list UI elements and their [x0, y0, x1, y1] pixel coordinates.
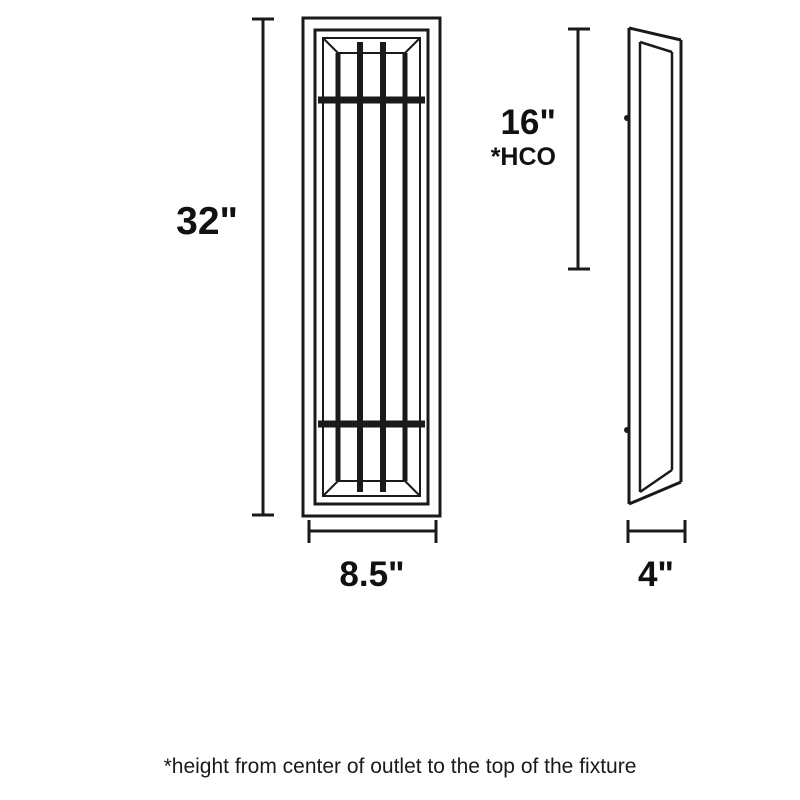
dimension-height-label: 32": [176, 200, 238, 243]
footnote-text: *height from center of outlet to the top…: [164, 755, 637, 778]
side-view: [624, 26, 683, 506]
side-band-marker-bottom: [624, 427, 630, 433]
side-inner-top-edge: [639, 40, 673, 54]
dimension-depth: 4": [626, 520, 687, 594]
dimension-height: 32": [176, 17, 274, 517]
side-band-marker-top: [624, 115, 630, 121]
front-bevel-bottom-left: [322, 480, 339, 497]
dimension-width-label: 8.5": [339, 555, 404, 594]
dimension-mount-height: 16" *HCO: [491, 27, 590, 271]
front-bevel-top-left: [322, 37, 339, 54]
side-top-edge: [628, 26, 682, 42]
dimension-mount-label: 16": [500, 103, 556, 142]
front-view: [301, 16, 442, 518]
dimension-depth-label: 4": [638, 555, 674, 594]
side-inner-bottom-edge: [639, 468, 673, 494]
side-bottom-edge: [628, 480, 682, 506]
front-bevel-bottom-right: [404, 480, 421, 497]
dimension-width: 8.5": [307, 520, 438, 594]
front-bevel-top-right: [404, 37, 421, 54]
dimension-mount-note: *HCO: [491, 143, 556, 171]
